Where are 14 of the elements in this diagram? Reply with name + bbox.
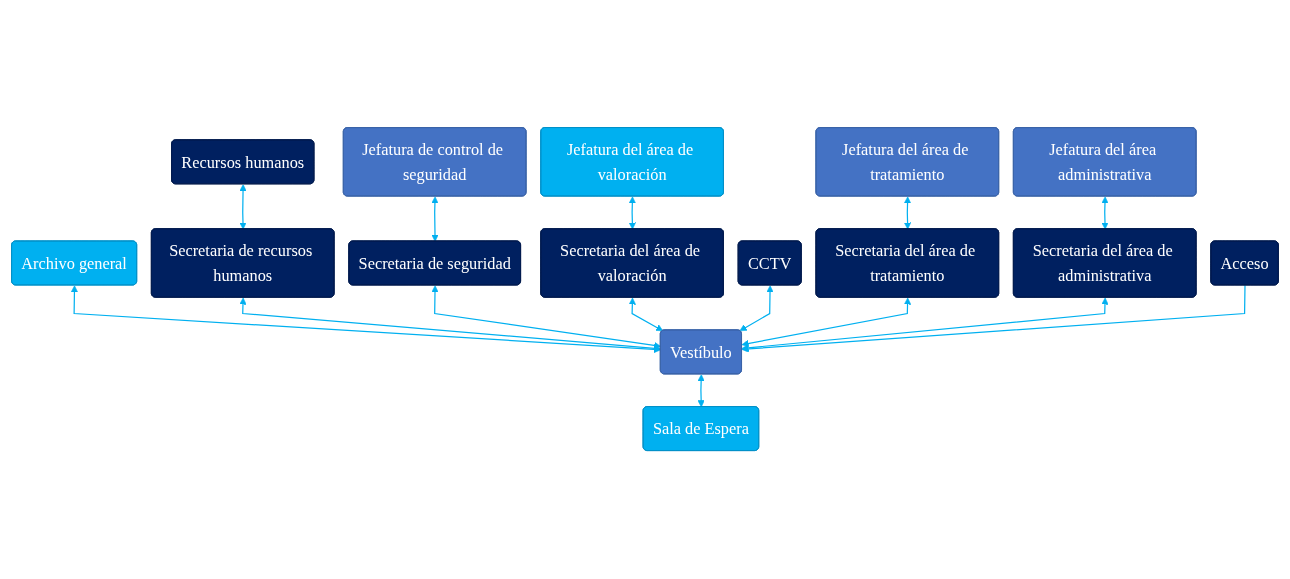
arrow [431,285,662,350]
arrow [1101,196,1109,230]
arrow [741,285,1246,353]
arrow [431,196,439,243]
arrow [239,298,662,353]
arrow [739,285,774,332]
arrow [628,298,664,332]
arrow [904,196,912,230]
arrow [741,298,1109,352]
arrow [628,196,636,230]
arrow [741,298,912,348]
arrow [70,285,662,354]
arrow [697,374,705,408]
arrow [239,184,247,230]
